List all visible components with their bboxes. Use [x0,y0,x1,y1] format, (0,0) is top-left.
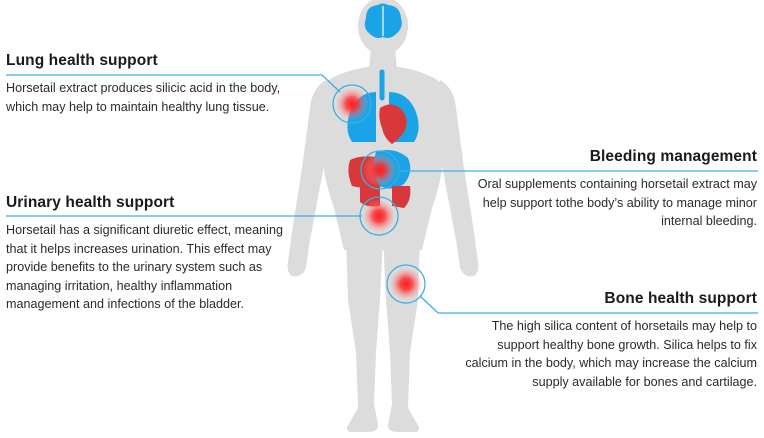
pain-spot-lung [332,84,372,124]
pain-spot-bone [386,264,426,304]
urinary-callout-body: Horsetail has a significant diuretic eff… [6,223,283,312]
lung-callout-title: Lung health support [6,52,158,69]
brain [364,3,402,38]
bone-callout-line [419,295,758,314]
bone-callout-title: Bone health support [604,290,757,307]
callout-lines [6,74,758,314]
heart [379,104,407,144]
bone-callout-body: The high silica content of horsetails ma… [465,319,757,389]
bleeding-callout-title: Bleeding management [589,148,757,165]
bone-callout: Bone health support The high silica cont… [457,290,757,391]
urinary-callout: Urinary health support Horsetail has a s… [6,194,296,314]
pain-spot-bleeding [360,150,400,190]
lung-callout: Lung health support Horsetail extract pr… [6,52,296,116]
pain-spot-urinary [359,196,399,236]
urinary-callout-title: Urinary health support [6,194,175,211]
bleeding-callout-body: Oral supplements containing horsetail ex… [477,177,757,229]
bleeding-callout: Bleeding management Oral supplements con… [457,148,757,231]
lung-callout-line [6,74,341,93]
lung-callout-body: Horsetail extract produces silicic acid … [6,81,281,114]
